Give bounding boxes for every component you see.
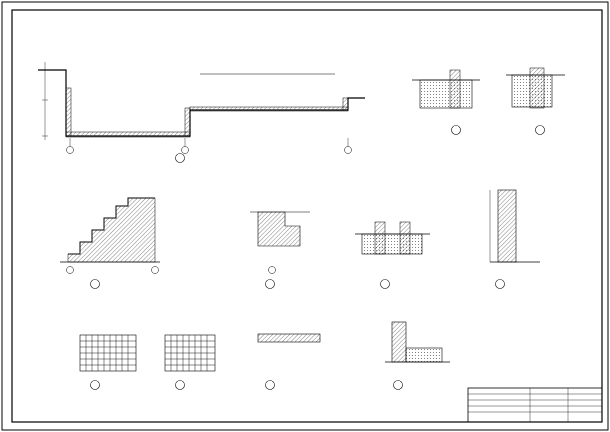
detail-5-step-edge <box>250 211 310 289</box>
detail-3-coping <box>506 67 565 135</box>
title-block <box>467 387 603 423</box>
detail-8-rebar-grid <box>79 334 137 390</box>
detail-7-wall-elevation <box>489 189 540 289</box>
detail-2-wall-edge <box>412 69 480 135</box>
detail-10-slab-edge <box>257 333 321 390</box>
detail-9-rebar-grid <box>164 334 216 390</box>
detail-11-coping-section <box>385 321 450 390</box>
sheet-border-inner <box>11 9 603 423</box>
detail-6-curb <box>355 221 430 289</box>
detail-4-steps <box>60 197 160 289</box>
detail-1-pool-section <box>38 62 365 163</box>
